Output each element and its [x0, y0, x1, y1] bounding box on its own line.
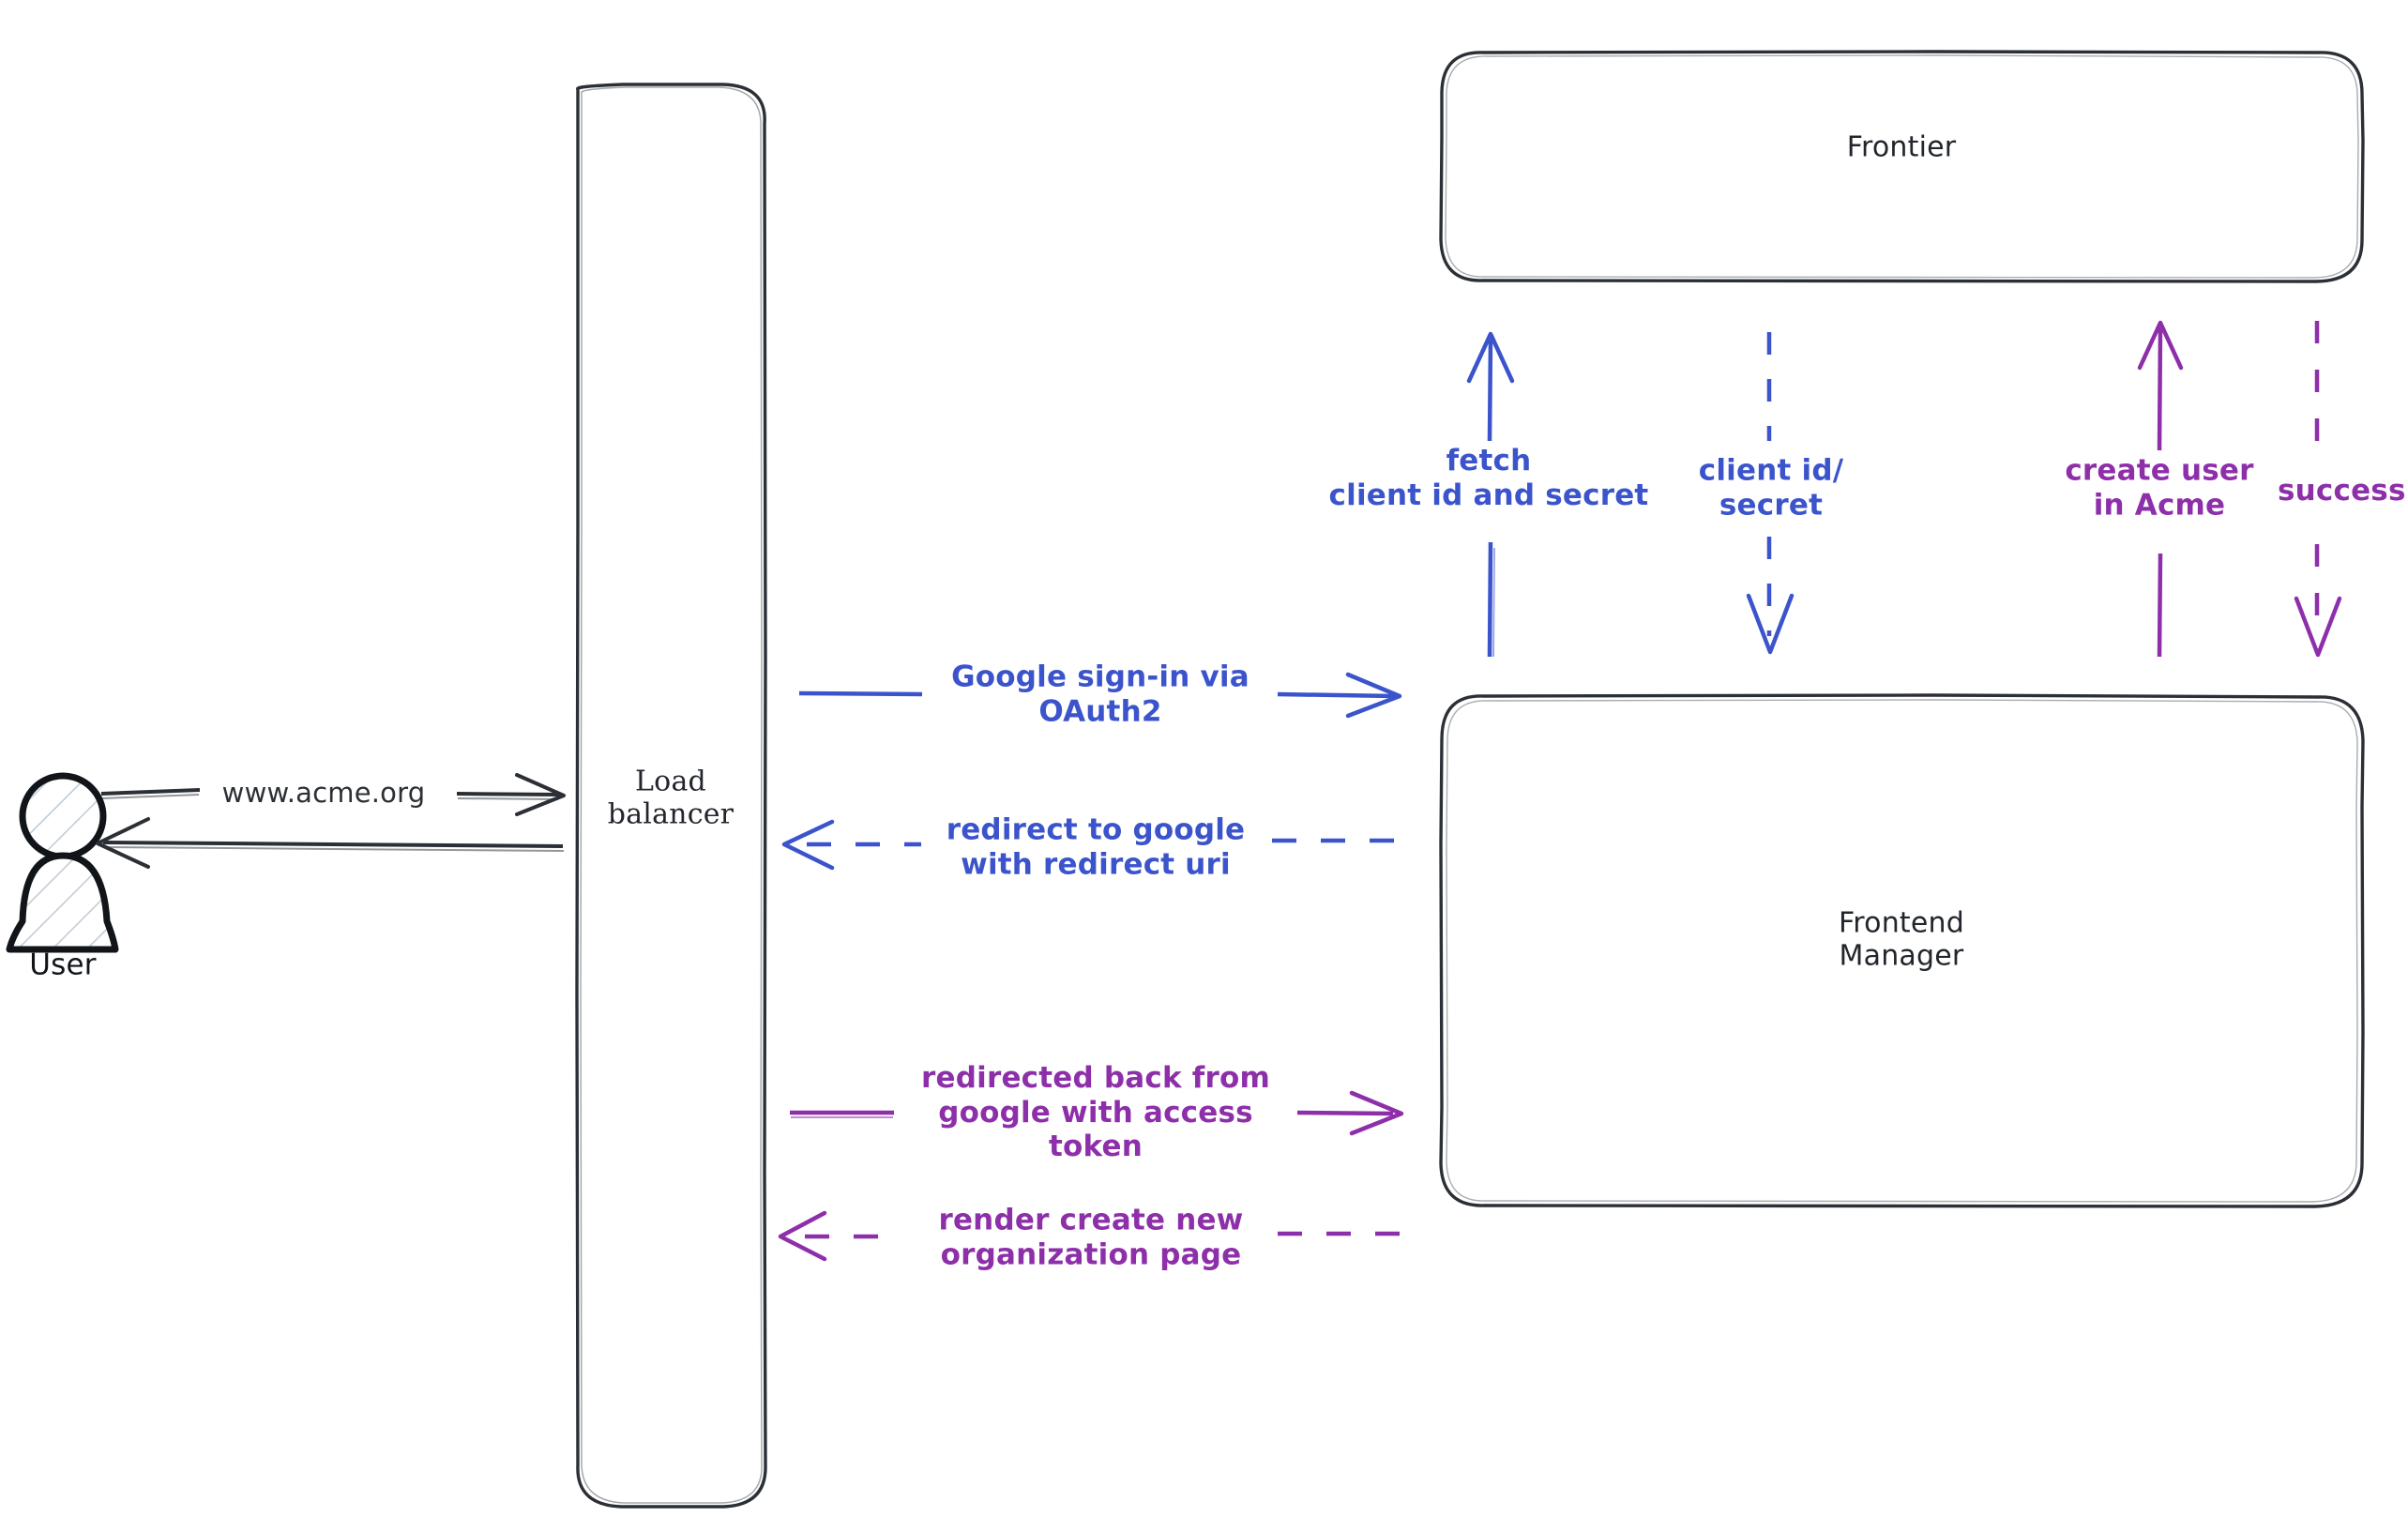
edge-fm-to-lb-render: [778, 1210, 1413, 1262]
redirected-back-line-2: google with access: [938, 1095, 1253, 1130]
client-id-line-2: secret: [1719, 488, 1824, 522]
redirect-google-line-2: with redirect uri: [961, 847, 1231, 881]
edge-fm-to-frontier-fetch: [1466, 331, 1515, 658]
fetch-line-1: fetch: [1446, 444, 1532, 478]
edge-lb-to-fm-signin: [798, 672, 1402, 719]
edge-frontier-to-fm-creds: [1746, 332, 1795, 655]
frontend-manager-line-2: Manager: [1839, 940, 1964, 973]
load-balancer-line-2: balancer: [607, 798, 735, 831]
create-user-line-2: in Acme: [2093, 488, 2226, 522]
load-balancer-line-1: Load: [635, 765, 706, 798]
node-frontend-manager[interactable]: [1439, 693, 2365, 1208]
node-frontier[interactable]: [1439, 50, 2365, 283]
redirected-back-line-1: redirected back from: [921, 1061, 1270, 1096]
render-create-line-1: render create new: [938, 1203, 1244, 1237]
edge-user-to-lb: [100, 773, 566, 816]
edge-fm-to-frontier-create-user: [2137, 320, 2184, 658]
node-load-balancer[interactable]: [575, 83, 767, 1509]
create-user-line-1: create user: [2065, 453, 2254, 488]
node-label-frontier: Frontier: [1846, 130, 1957, 164]
edge-frontier-to-fm-success: [2294, 321, 2342, 658]
client-id-line-1: client id/: [1698, 453, 1844, 488]
edge-label-client-id-secret: client id/secret: [1699, 453, 1843, 522]
edge-lb-to-user: [96, 817, 565, 869]
edge-label-www-acme-org: www.acme.org: [221, 776, 426, 809]
edge-lb-to-fm-token: [790, 1090, 1404, 1136]
frontend-manager-line-1: Frontend: [1839, 906, 1964, 940]
redirect-google-line-1: redirect to google: [946, 812, 1246, 847]
google-signin-line-2: OAuth2: [1038, 694, 1162, 728]
user-person-icon: [6, 772, 119, 953]
fetch-line-2: client id and secret: [1328, 478, 1649, 512]
edge-fm-to-lb-redirect: [781, 819, 1415, 871]
edge-label-success: success: [2278, 474, 2406, 508]
redirected-back-line-3: token: [1048, 1130, 1143, 1164]
render-create-line-2: organization page: [940, 1237, 1242, 1271]
google-signin-line-1: Google sign-in via: [951, 660, 1249, 694]
user-actor-label: User: [29, 948, 97, 982]
